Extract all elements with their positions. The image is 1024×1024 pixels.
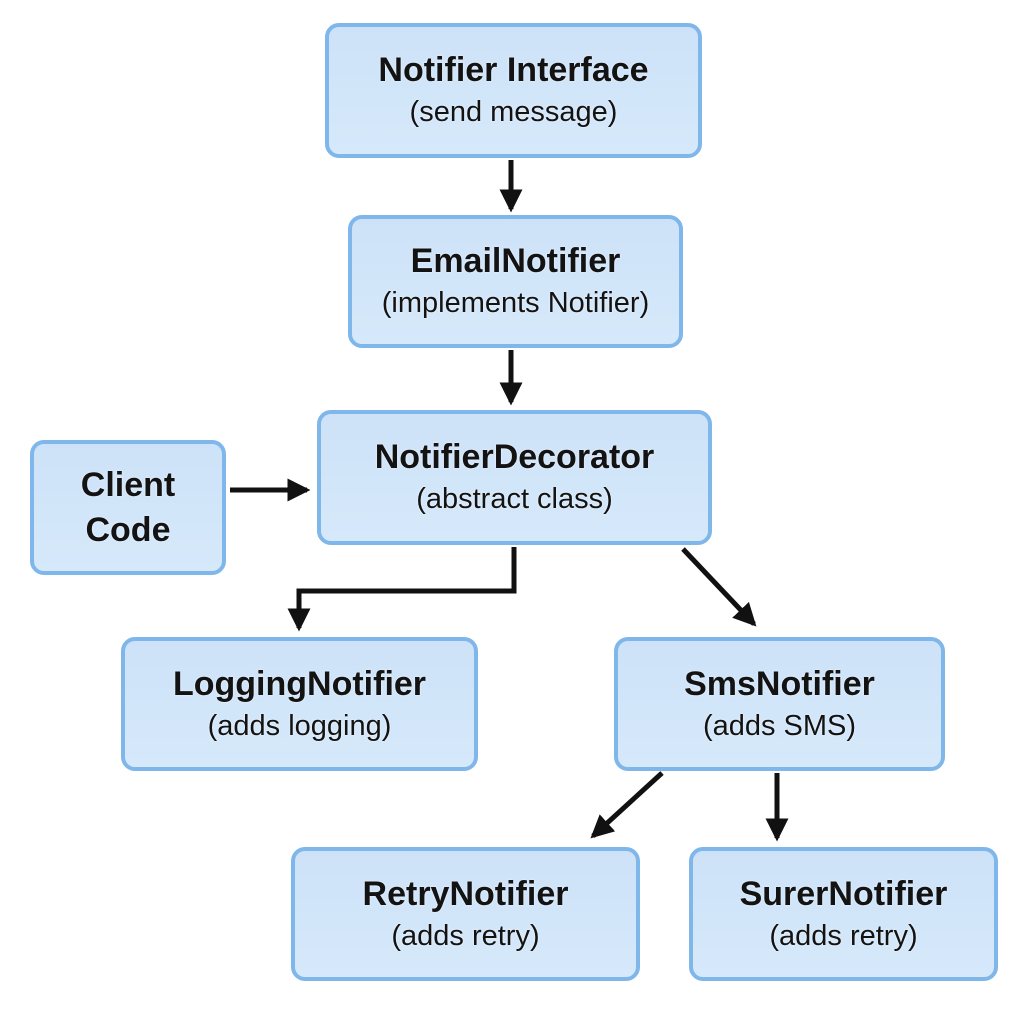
node-title: Client Code <box>80 465 176 549</box>
node-title: SmsNotifier <box>684 664 875 703</box>
node-title: NotifierDecorator <box>374 438 655 477</box>
node-subtitle: (implements Notifier) <box>381 287 650 320</box>
node-title: Notifier Interface <box>378 51 649 90</box>
node-subtitle: (adds retry) <box>391 919 540 952</box>
node-title: SurerNotifier <box>739 874 948 913</box>
node-client-code: Client Code <box>30 440 226 575</box>
node-subtitle: (abstract class) <box>416 483 613 516</box>
node-surer-notifier: SurerNotifier (adds retry) <box>689 847 998 981</box>
node-title: RetryNotifier <box>362 874 569 913</box>
node-notifier-decorator: NotifierDecorator (abstract class) <box>317 410 712 545</box>
node-subtitle: (send message) <box>409 96 618 129</box>
node-title: LoggingNotifier <box>172 664 427 703</box>
arrow-sms-to-retry <box>590 771 664 839</box>
node-email-notifier: EmailNotifier (implements Notifier) <box>348 215 683 348</box>
node-subtitle: (adds retry) <box>769 919 918 952</box>
node-title: EmailNotifier <box>410 242 621 281</box>
node-logging-notifier: LoggingNotifier (adds logging) <box>121 637 478 771</box>
node-notifier-interface: Notifier Interface (send message) <box>325 23 702 158</box>
arrow-decorator-to-logging <box>287 547 517 632</box>
node-retry-notifier: RetryNotifier (adds retry) <box>291 847 640 981</box>
node-sms-notifier: SmsNotifier (adds SMS) <box>614 637 945 771</box>
arrow-decorator-to-sms <box>681 547 757 627</box>
node-subtitle: (adds SMS) <box>702 709 857 742</box>
node-subtitle: (adds logging) <box>207 709 392 742</box>
